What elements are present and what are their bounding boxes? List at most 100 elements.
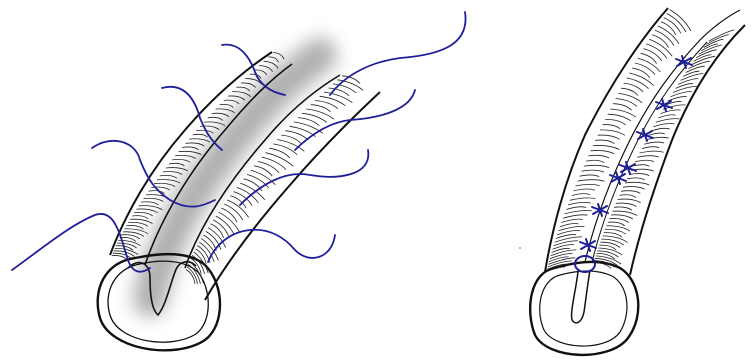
left-hatch-stroke bbox=[264, 61, 279, 68]
right-hatch-stroke bbox=[618, 199, 641, 203]
right-hatch-stroke bbox=[619, 195, 636, 198]
left-hatch-stroke bbox=[320, 96, 346, 105]
left-hatch-stroke bbox=[151, 187, 170, 190]
right-hatch-stroke bbox=[559, 226, 585, 230]
left-hatch-stroke bbox=[220, 104, 234, 107]
right-hatch-stroke bbox=[658, 26, 679, 44]
right-hatch-stroke bbox=[572, 194, 590, 196]
right-hatch-stroke bbox=[644, 142, 664, 144]
right-hatch-stroke bbox=[560, 223, 579, 226]
left-hatch-stroke bbox=[240, 183, 265, 200]
left-hatch-stroke bbox=[311, 105, 331, 112]
left-suture-6 bbox=[295, 90, 415, 150]
left-hatch-stroke bbox=[208, 117, 223, 120]
right-hatch-stroke bbox=[593, 145, 620, 149]
right-hatch-stroke bbox=[625, 182, 649, 185]
right-hatch-stroke bbox=[588, 155, 609, 158]
left-hatch-stroke bbox=[273, 144, 297, 155]
right-hatch-stroke bbox=[600, 130, 625, 135]
right-hatch-stroke bbox=[667, 14, 686, 33]
left-hatch-stroke bbox=[298, 118, 319, 126]
left-hatch-stroke bbox=[193, 134, 208, 137]
left-suture-3 bbox=[162, 87, 222, 150]
right-panel-closed-tube bbox=[530, 8, 745, 355]
left-hatch-stroke bbox=[237, 87, 250, 91]
right-hatch-stroke bbox=[658, 115, 675, 118]
right-hatch-stroke bbox=[605, 119, 625, 125]
right-hatch-stroke bbox=[578, 180, 605, 182]
left-hatch-stroke bbox=[169, 163, 185, 166]
left-hatch-stroke bbox=[144, 198, 164, 201]
right-hatch-stroke bbox=[614, 207, 632, 210]
right-end-fold bbox=[572, 270, 590, 323]
right-hatch-stroke bbox=[683, 71, 699, 76]
right-hatch-stroke bbox=[582, 170, 605, 172]
right-hatch-stroke bbox=[616, 99, 637, 107]
right-hatch-stroke bbox=[563, 215, 587, 218]
right-hatch-stroke bbox=[595, 140, 614, 144]
right-hatch-stroke bbox=[574, 189, 595, 191]
left-hatch-stroke bbox=[182, 147, 199, 150]
right-hatch-stroke bbox=[570, 198, 596, 200]
left-hatch-stroke bbox=[189, 139, 210, 142]
left-hatch-stroke bbox=[315, 101, 338, 109]
left-hatch-stroke bbox=[216, 109, 235, 113]
right-closure-line bbox=[585, 10, 740, 262]
left-hatch-stroke bbox=[172, 159, 190, 162]
left-hatch-stroke bbox=[241, 83, 256, 88]
right-hatch-stroke bbox=[651, 128, 670, 131]
right-hatch-stroke bbox=[635, 160, 654, 162]
right-hatch-stroke bbox=[610, 109, 636, 117]
left-panel-open-tube bbox=[12, 12, 466, 350]
left-hatch-stroke bbox=[216, 216, 234, 234]
left-hatch-stroke bbox=[157, 179, 180, 183]
left-hatch-stroke bbox=[254, 166, 272, 176]
left-hatch-stroke bbox=[204, 235, 217, 251]
right-hatch-stroke bbox=[670, 10, 691, 31]
left-hatch-stroke bbox=[204, 122, 225, 126]
left-hatch-stroke bbox=[219, 212, 240, 232]
left-hatch-stroke bbox=[302, 113, 327, 122]
left-hatch-stroke bbox=[285, 131, 308, 140]
left-suture-7 bbox=[240, 150, 368, 205]
left-hatch-stroke bbox=[132, 216, 148, 219]
right-hatch-stroke bbox=[706, 35, 728, 45]
left-hatch-stroke bbox=[175, 155, 195, 158]
left-hatch-stroke bbox=[227, 200, 248, 218]
right-hatch-stroke bbox=[580, 175, 600, 177]
right-hatch-stroke bbox=[649, 133, 665, 135]
left-hatch-stroke bbox=[186, 143, 205, 146]
left-hatch-stroke bbox=[268, 57, 278, 63]
left-hatch-stroke bbox=[306, 109, 334, 119]
right-hatch-stroke bbox=[557, 231, 580, 235]
right-hatch-stroke bbox=[623, 187, 645, 190]
right-hatch-stroke bbox=[616, 203, 637, 206]
right-hatch-stroke bbox=[632, 68, 650, 78]
right-hatch-stroke bbox=[603, 125, 621, 129]
left-hatch-stroke bbox=[179, 151, 202, 154]
right-hatch-stroke bbox=[561, 219, 583, 222]
right-hatch-stroke bbox=[640, 151, 664, 153]
left-hatch-stroke bbox=[196, 130, 213, 133]
right-hatch-stroke bbox=[608, 222, 625, 226]
right-hatch-stroke bbox=[621, 191, 640, 194]
left-hatch-stroke bbox=[228, 96, 245, 100]
left-hatch-stroke bbox=[163, 172, 183, 175]
right-hatch-stroke bbox=[586, 160, 604, 162]
right-hatch-stroke bbox=[556, 235, 576, 239]
artifact-dot bbox=[519, 247, 521, 249]
left-hatch-stroke bbox=[281, 135, 301, 143]
right-hatch-stroke bbox=[598, 135, 620, 139]
left-suture-5 bbox=[330, 12, 466, 95]
right-stitch bbox=[592, 204, 608, 216]
right-hatch-stroke bbox=[642, 147, 660, 149]
left-hatch-stroke bbox=[258, 162, 279, 173]
left-hatch-stroke bbox=[212, 113, 229, 117]
left-suture-8 bbox=[208, 230, 335, 262]
left-hatch-stroke bbox=[141, 202, 158, 205]
left-hatch-stroke bbox=[166, 168, 188, 171]
right-hatch-stroke bbox=[627, 178, 645, 180]
right-hatch-stroke bbox=[637, 156, 658, 158]
right-hatch-stroke bbox=[576, 184, 600, 186]
